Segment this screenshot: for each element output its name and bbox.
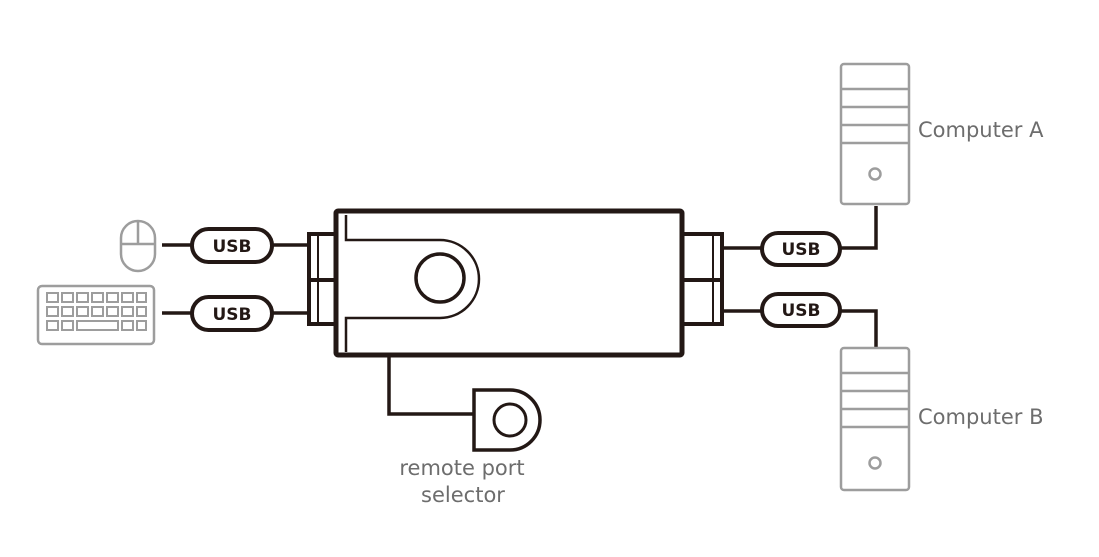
- computer-a-label: Computer A: [918, 118, 1044, 142]
- usb-label-computer-b: USB: [781, 301, 820, 321]
- usb-connector-mouse: USB: [190, 227, 274, 264]
- kvm-switch: [307, 208, 724, 358]
- remote-selector-label-line1: remote port: [399, 456, 524, 480]
- left-port-block-top: [307, 232, 338, 282]
- switch-panel-outline: [344, 215, 481, 352]
- computer-b-label: Computer B: [918, 405, 1043, 429]
- remote-selector-cable: [387, 355, 474, 416]
- usb-connector-keyboard: USB: [190, 295, 274, 332]
- computer-b-cable: [840, 309, 878, 348]
- left-port-block-bottom: [307, 278, 338, 326]
- computer-b-tower-icon: [839, 346, 911, 492]
- usb-connector-computer-a: USB: [760, 231, 842, 267]
- keyboard-icon: [36, 284, 156, 346]
- remote-port-selector: [472, 388, 542, 452]
- usb-label-mouse: USB: [212, 237, 251, 257]
- mouse-icon: [119, 219, 157, 273]
- switch-push-button: [414, 252, 466, 304]
- cables: [162, 206, 878, 416]
- computer-a-cable: [840, 206, 878, 250]
- computer-a-tower-icon: [839, 62, 911, 206]
- remote-selector-button: [492, 402, 528, 438]
- usb-label-computer-a: USB: [781, 240, 820, 260]
- switch-body: [333, 208, 685, 358]
- right-port-block-bottom: [680, 278, 724, 326]
- remote-selector-label-line2: selector: [421, 483, 505, 507]
- right-port-block-top: [680, 232, 724, 282]
- usb-connector-computer-b: USB: [760, 292, 842, 328]
- usb-label-keyboard: USB: [212, 305, 251, 325]
